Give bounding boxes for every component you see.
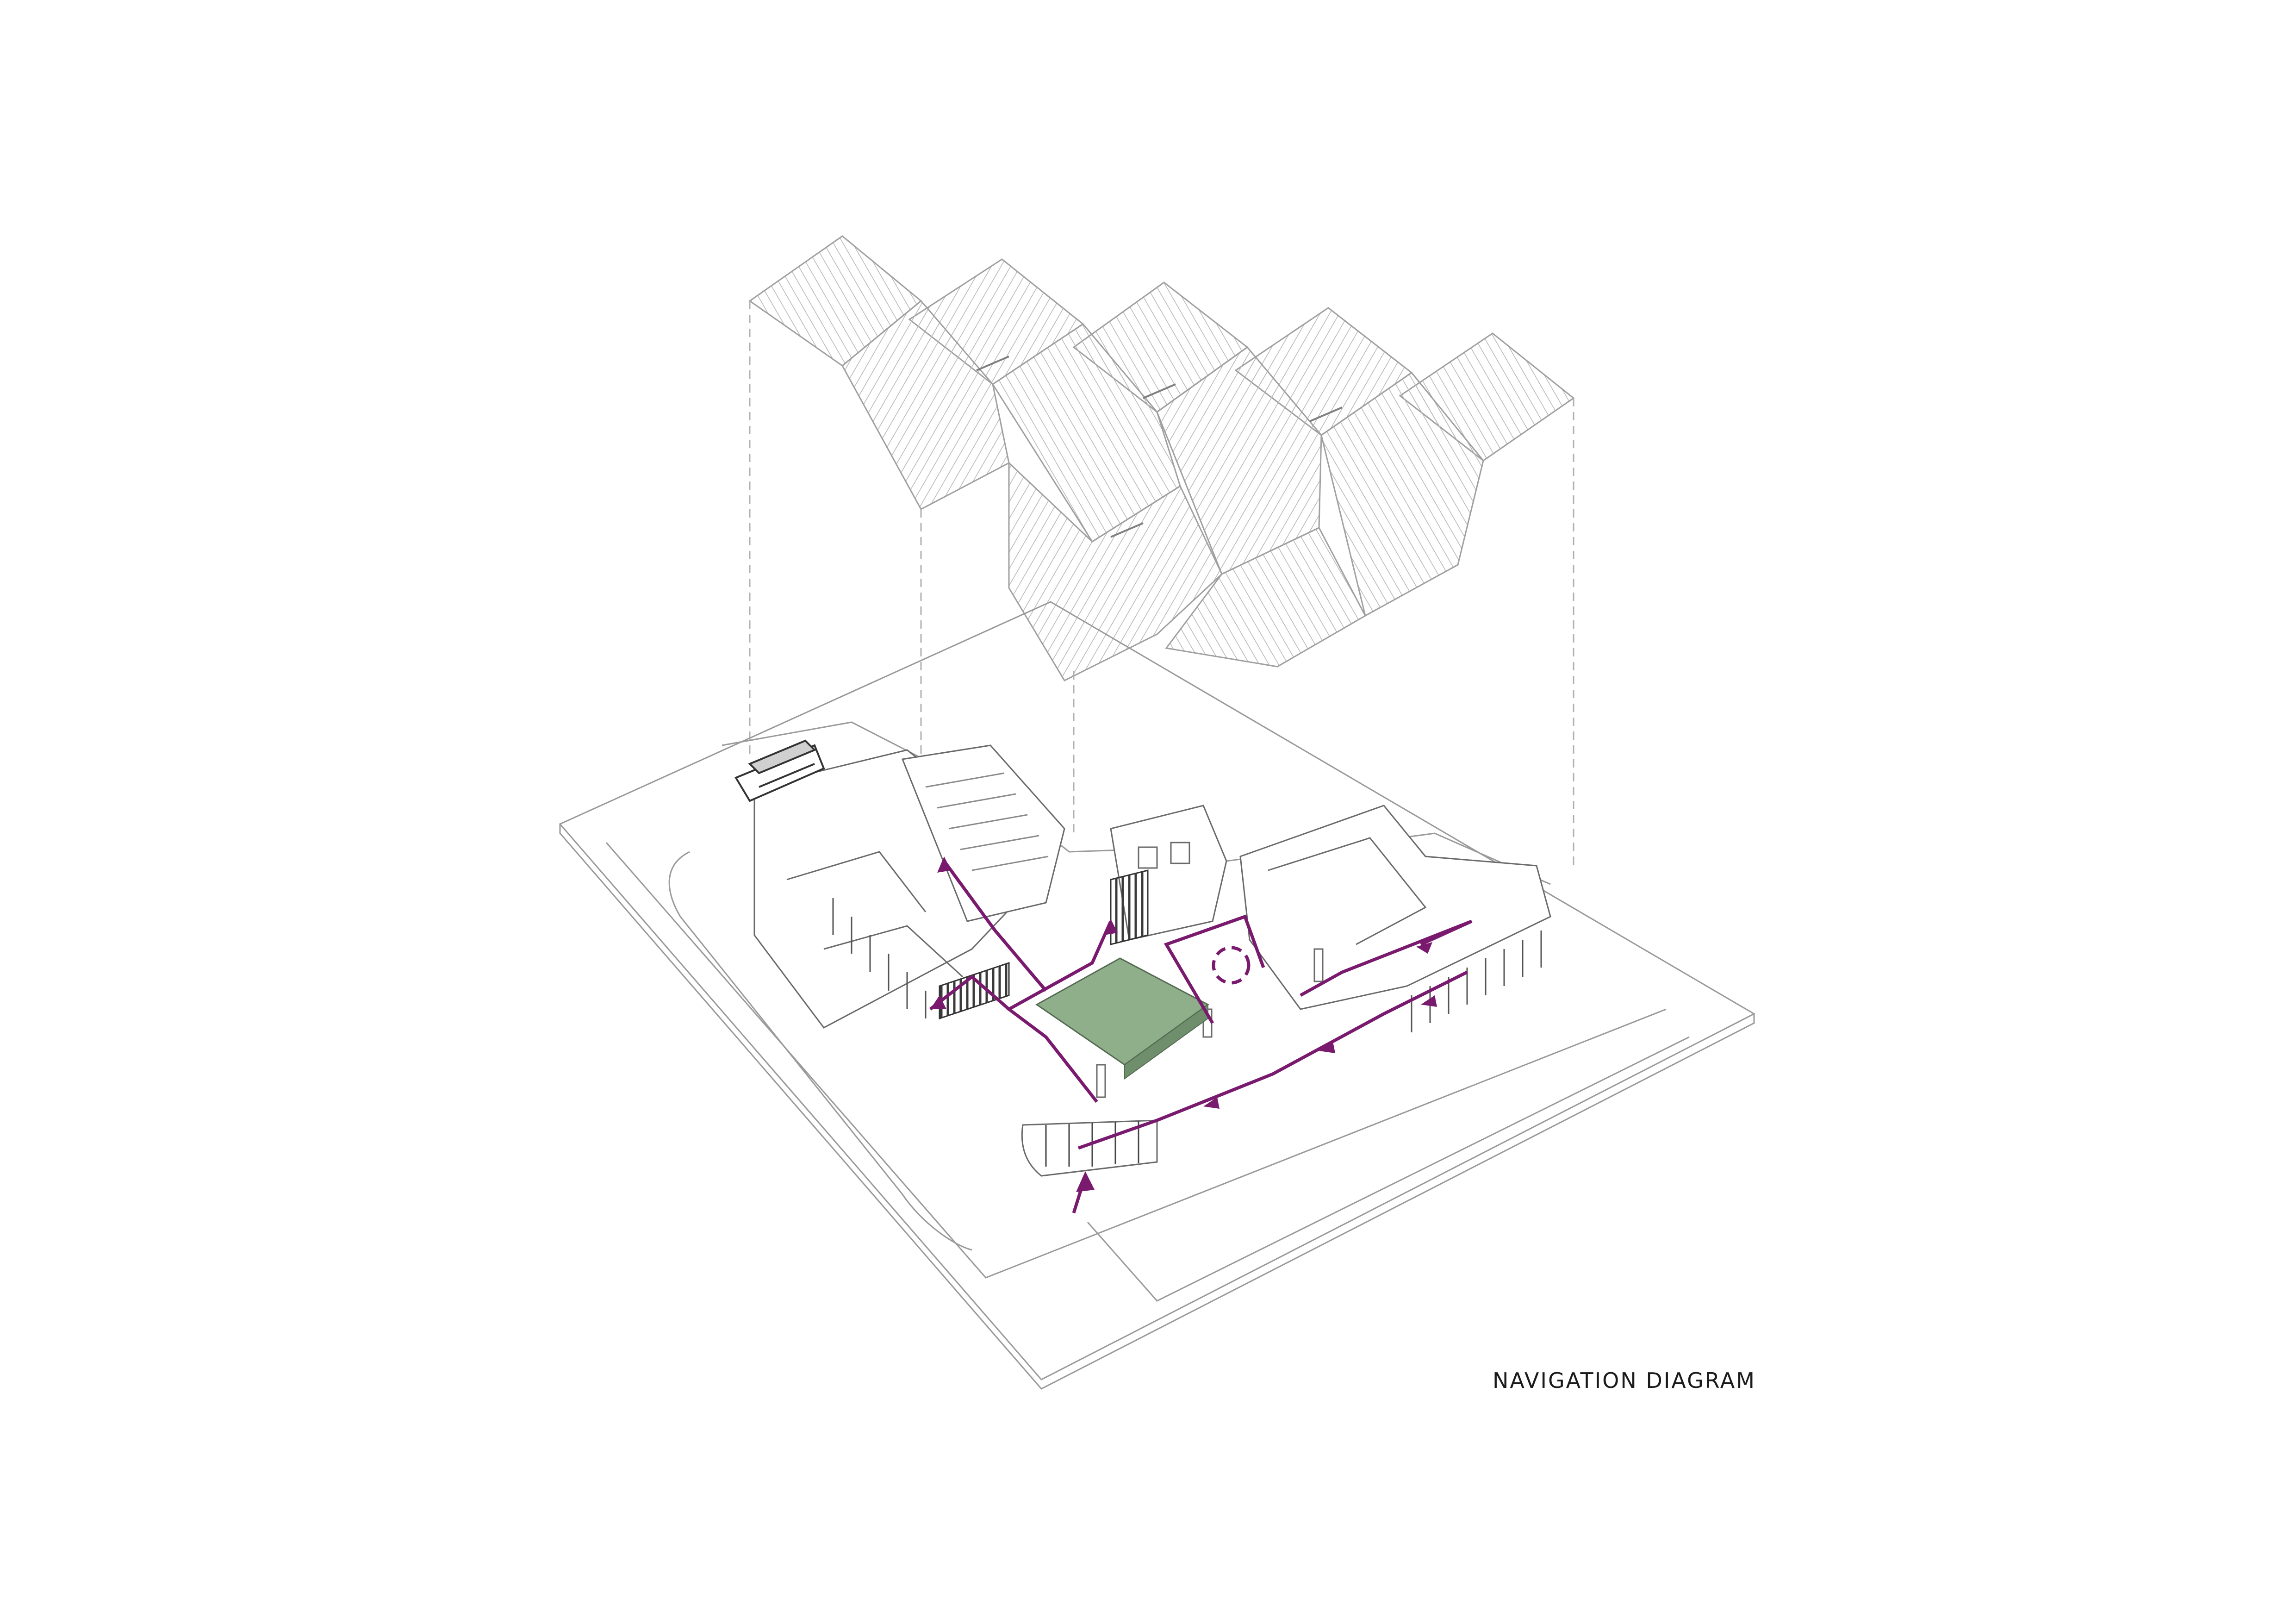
wing-left-partitions [786,851,927,912]
window-b [1170,842,1190,864]
screen-left [939,962,1010,1020]
arrow-head-icon [1421,995,1437,1007]
column-a [1096,1064,1106,1098]
path-to-right-wing [1164,914,1265,1024]
path-to-stair [943,860,1047,992]
entrance-volume [1021,1119,1158,1177]
path-main-spine [1077,970,1468,1150]
arrow-head-icon [930,995,946,1009]
roof-pyramid-10 [1008,461,1223,681]
roof-pyramid-9 [1320,371,1484,617]
stair-block [901,744,1065,922]
path-turnaround [1212,946,1251,985]
arrow-head-icon [1203,1097,1220,1109]
window-a [1138,846,1158,869]
path-to-rear [1300,919,1473,997]
arrow-head-icon [1319,1042,1335,1053]
roof-lower-row [841,300,1484,681]
glazing-left [832,898,927,1018]
arrow-head-icon [1076,1171,1095,1192]
courtyard-side-wall [1124,1004,1208,1080]
column-c [1313,948,1324,982]
projection-lines [749,301,1574,870]
arrow-heads [930,856,1437,1192]
screen-middle [1110,869,1149,945]
arrow-head-icon [1104,919,1118,935]
roof [748,235,1575,681]
car-icon [734,739,825,802]
site-inner-edge [1087,1036,1690,1302]
arrow-head-icon [1416,942,1432,954]
road-edge [605,842,1667,1279]
path-to-left-wing [929,974,1010,1011]
roof-pyramid-6 [841,300,1010,511]
circulation-paths [929,860,1473,1214]
roof-pyramid-11 [1165,527,1366,668]
roof-skylights [976,356,1343,538]
stair-treads [925,772,1049,871]
arrow-head-icon [937,856,951,873]
building [753,744,1551,1177]
diagram-title: NAVIGATION DIAGRAM [1493,1368,1756,1393]
road-curve [668,851,972,1251]
site-plate-edge [559,824,1755,1390]
